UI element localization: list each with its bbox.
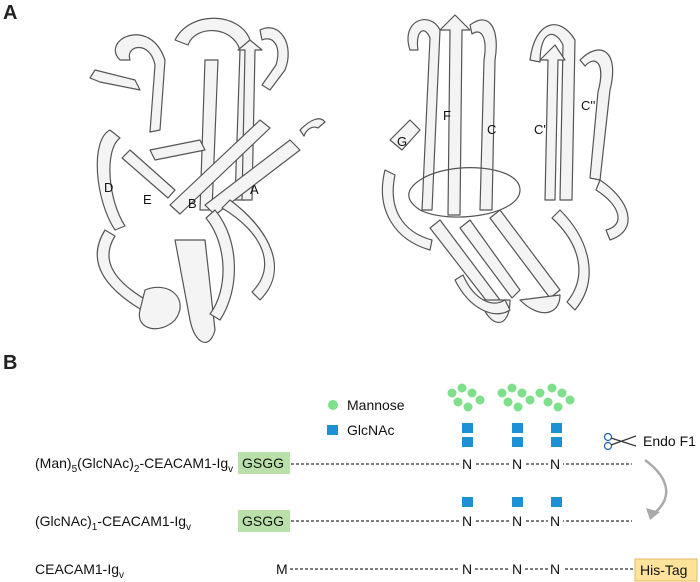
strand-label-d: D (104, 180, 113, 195)
strand-label-c-prime: C' (534, 122, 546, 137)
strand-label-e: E (143, 192, 152, 207)
mannose-glycan-trees (447, 383, 575, 412)
glcnac-single-row2 (462, 497, 562, 507)
his-tag-label: His-Tag (640, 562, 687, 578)
panel-b-letter: B (3, 352, 18, 374)
n-site-3a: N (462, 561, 472, 577)
n-site-1a: N (462, 456, 472, 472)
mannose-legend-label: Mannose (347, 397, 405, 413)
right-view-ribbons (381, 14, 629, 324)
scissors-icon (603, 432, 637, 451)
construct-1-label: (Man)5(GlcNAc)2-CEACAM1-Igv (35, 455, 233, 475)
gsgg-tag-label-2: GSGG (242, 513, 284, 529)
glcnac-legend-icon (327, 425, 338, 435)
construct-2-label: (GlcNAc)1-CEACAM1-Igv (35, 513, 191, 533)
construct-schematic: Mannose GlcNAc (Man)5(GlcNAc)2-CEACAM1-I… (35, 383, 698, 582)
strand-label-c: C (487, 122, 496, 137)
gsgg-tag-box-2 (238, 510, 290, 532)
construct-3-label: CEACAM1-Igv (35, 561, 124, 581)
gsgg-tag-box-1 (238, 452, 290, 474)
strand-label-b: B (188, 196, 197, 211)
n-site-2c: N (550, 513, 560, 529)
glcnac-legend-label: GlcNAc (347, 422, 394, 438)
m-residue: M (276, 561, 288, 577)
n-site-1b: N (512, 456, 522, 472)
glcnac-pairs-row1 (462, 423, 562, 447)
n-site-3c: N (550, 561, 560, 577)
gsgg-tag-label-1: GSGG (242, 455, 284, 471)
strand-label-a: A (250, 182, 259, 197)
left-view-ribbons (89, 17, 326, 343)
mannose-legend-icon (328, 400, 338, 410)
protein-structure-figure: D E B A G F C C' C'' (89, 14, 629, 343)
n-site-2b: N (512, 513, 522, 529)
his-tag-box (634, 558, 698, 582)
panel-a-letter: A (3, 2, 18, 24)
n-site-3b: N (512, 561, 522, 577)
strand-label-g: G (397, 134, 407, 149)
endo-f1-label: Endo F1 (643, 433, 696, 449)
strand-label-c-double-prime: C'' (581, 98, 595, 113)
n-site-1c: N (550, 456, 560, 472)
n-site-2a: N (462, 513, 472, 529)
reaction-arrow (644, 458, 668, 516)
strand-label-f: F (443, 108, 451, 123)
